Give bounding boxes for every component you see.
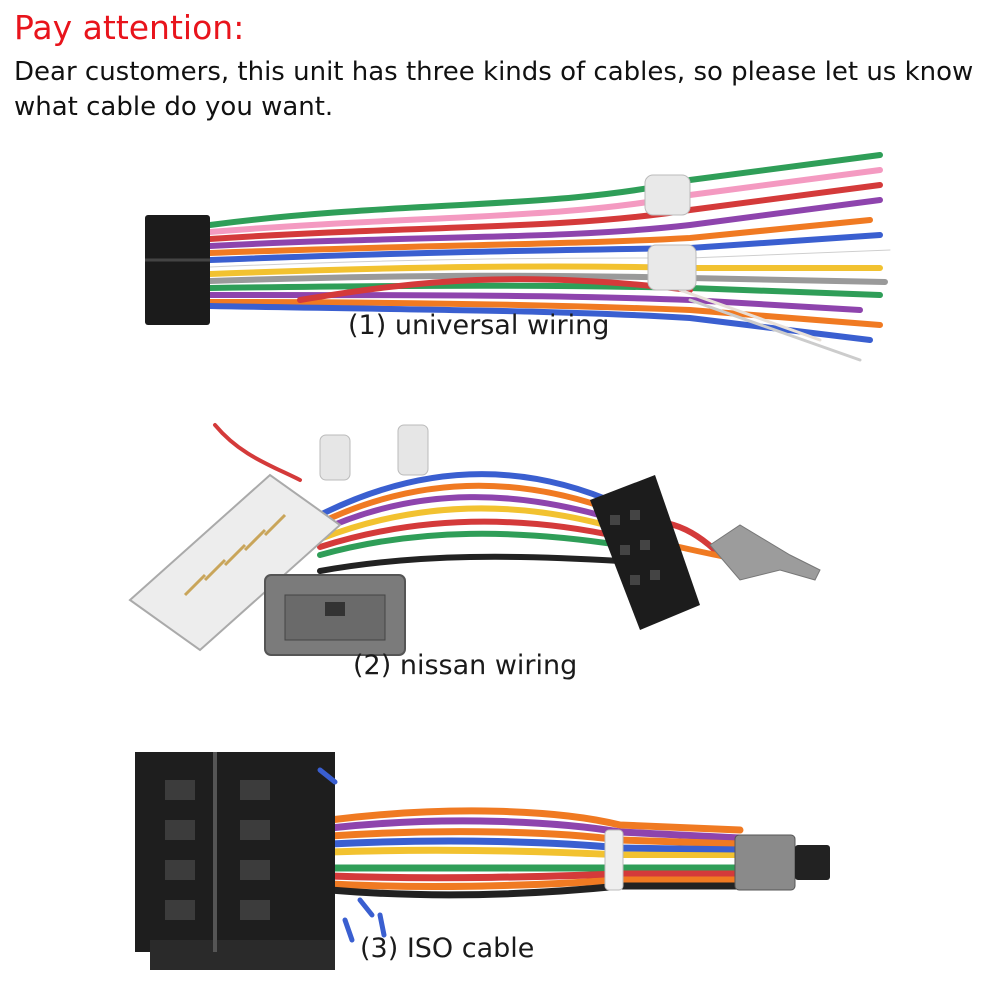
iso-cable-image: (3) ISO cable (0, 740, 1000, 1000)
notice-body: Dear customers, this unit has three kind… (14, 57, 974, 122)
nissan-wiring-image: (2) nissan wiring (0, 405, 1000, 695)
connector-pins (183, 513, 287, 597)
universal-wiring-illustration (145, 152, 894, 362)
small-connector (734, 834, 796, 891)
connector-block (145, 215, 210, 325)
universal-wiring-image: (1) universal wiring (0, 140, 1000, 380)
nissan-wiring-illustration (128, 423, 821, 656)
iso-cable-caption: (3) ISO cable (360, 933, 535, 964)
iso-cable-illustration (135, 752, 830, 970)
cable-tie (604, 829, 624, 891)
iso-pins (165, 780, 270, 920)
nissan-wiring-caption: (2) nissan wiring (353, 650, 578, 681)
wire-label-tag (319, 434, 351, 481)
black-connector (590, 475, 700, 630)
white-connector (128, 473, 342, 652)
notice-title: Pay attention: (14, 8, 245, 47)
wire-label-tag (397, 424, 429, 476)
universal-wiring-caption: (1) universal wiring (348, 310, 610, 341)
wire-label-tag (647, 244, 697, 291)
wire-label-tag (644, 174, 691, 216)
antenna-plug (709, 524, 821, 581)
